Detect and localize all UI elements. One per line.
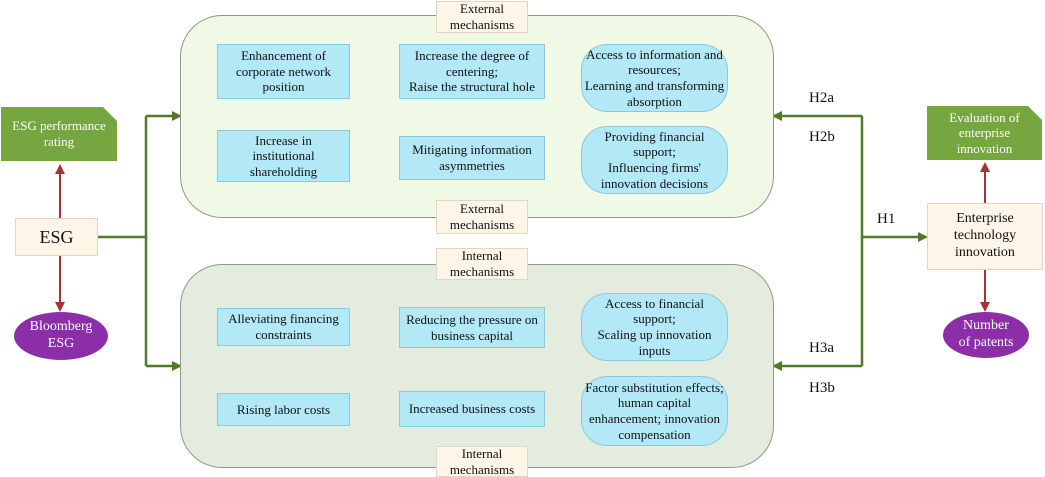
esg-box: ESG <box>15 218 98 256</box>
int-row2-effect-pill: Factor substitution effects; human capit… <box>581 376 728 446</box>
ext-row1-mechanism-box: Increase the degree of centering; Raise … <box>399 44 545 99</box>
int-row1-effect-pill: Access to financial support; Scaling up … <box>581 293 728 361</box>
external-label-top: External mechanisms <box>436 1 528 33</box>
label-h1: H1 <box>877 211 896 227</box>
ext-row2-mechanism-box: Mitigating information asymmetries <box>399 136 545 180</box>
external-label-bottom: External mechanisms <box>436 200 528 234</box>
label-h3a: H3a <box>809 340 834 356</box>
internal-label-top: Internal mechanisms <box>436 248 528 280</box>
ext-row2-effect-pill: Providing financial support; Influencing… <box>581 126 728 194</box>
bloomberg-esg-oval: Bloomberg ESG <box>14 312 108 360</box>
internal-label-bottom: Internal mechanisms <box>436 446 528 477</box>
int-row2-mechanism-box: Increased business costs <box>399 391 545 427</box>
int-row1-mechanism-box: Reducing the pressure on business capita… <box>399 307 545 348</box>
number-of-patents-oval: Number of patents <box>943 312 1029 358</box>
ext-row1-cause-box: Enhancement of corporate network positio… <box>217 44 350 99</box>
int-row1-cause-box: Alleviating financing constraints <box>217 308 350 346</box>
ext-row1-effect-pill: Access to information and resources; Lea… <box>581 44 728 112</box>
esg-performance-rating-tag: ESG performance rating <box>1 107 117 161</box>
label-h2a: H2a <box>809 90 834 106</box>
enterprise-technology-innovation-box: Enterprise technology innovation <box>927 203 1043 270</box>
ext-row2-cause-box: Increase in institutional shareholding <box>217 130 350 182</box>
label-h2b: H2b <box>809 129 835 145</box>
int-row2-cause-box: Rising labor costs <box>217 393 350 426</box>
evaluation-innovation-tag: Evaluation of enterprise innovation <box>927 106 1042 160</box>
label-h3b: H3b <box>809 380 835 396</box>
